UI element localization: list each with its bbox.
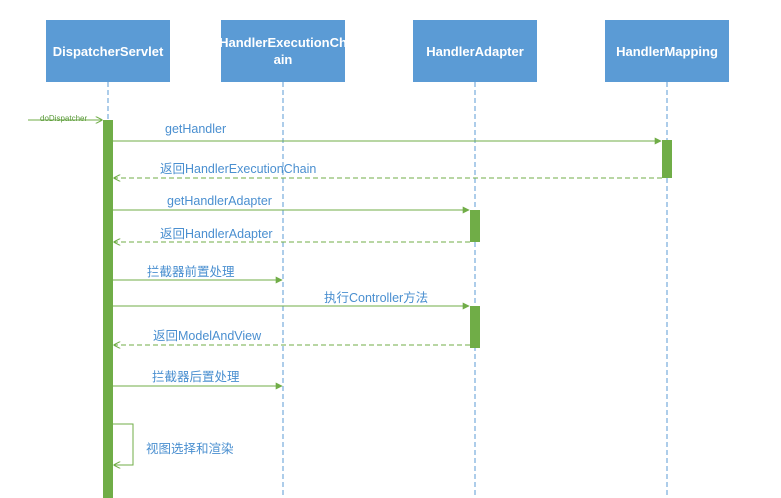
activation-mapping bbox=[662, 140, 672, 178]
message-label-get-adapter: getHandlerAdapter bbox=[167, 194, 272, 208]
activation-dispatcher bbox=[103, 120, 113, 498]
participant-mapping: HandlerMapping bbox=[605, 20, 729, 82]
message-label-entry: doDispatcher bbox=[40, 114, 88, 123]
message-label-render: 视图选择和渲染 bbox=[146, 442, 234, 456]
arrow-render-self bbox=[113, 423, 134, 465]
message-label-return-mav: 返回ModelAndView bbox=[153, 329, 262, 343]
message-label-get-handler: getHandler bbox=[165, 122, 227, 136]
participant-chain-label-line2: ain bbox=[273, 52, 293, 67]
activation-adapter-2 bbox=[470, 306, 480, 348]
participant-adapter-label: HandlerAdapter bbox=[426, 43, 524, 59]
participant-adapter: HandlerAdapter bbox=[413, 20, 537, 82]
message-label-return-chain: 返回HandlerExecutionChain bbox=[160, 162, 317, 176]
participant-chain: HandlerExecutionCh ain bbox=[219, 20, 347, 82]
message-label-execute-controller: 执行Controller方法 bbox=[324, 291, 429, 305]
participant-dispatcher-label: DispatcherServlet bbox=[52, 43, 164, 59]
participant-mapping-label: HandlerMapping bbox=[616, 43, 718, 59]
message-label-return-adapter: 返回HandlerAdapter bbox=[160, 227, 273, 241]
participant-chain-label-line1: HandlerExecutionCh bbox=[219, 35, 347, 50]
activation-adapter-1 bbox=[470, 210, 480, 242]
participant-dispatcher: DispatcherServlet bbox=[46, 20, 170, 82]
message-label-pre-handle: 拦截器前置处理 bbox=[147, 265, 235, 279]
message-label-post-handle: 拦截器后置处理 bbox=[152, 370, 240, 384]
